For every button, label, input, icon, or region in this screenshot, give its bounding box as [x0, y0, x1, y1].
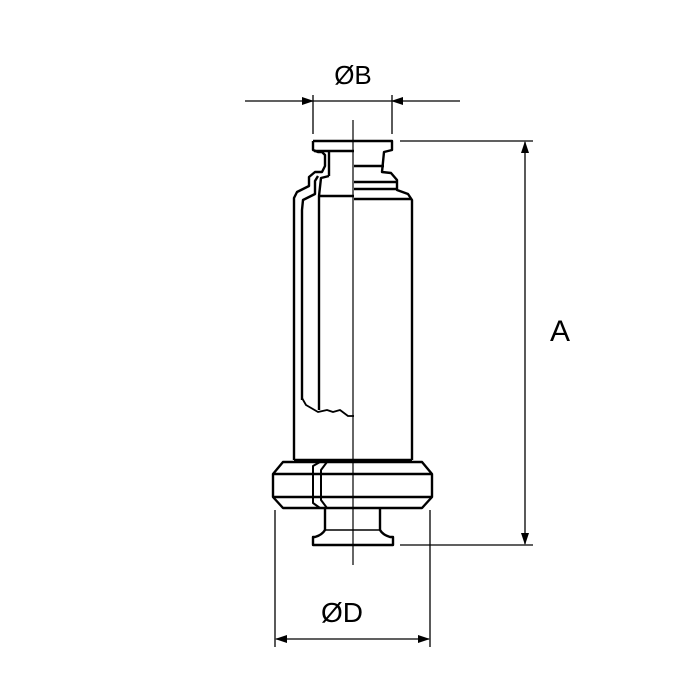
dimension-label-top-diameter: ØB — [334, 60, 372, 90]
dimension-label-flange-diameter: ØD — [321, 597, 363, 628]
dimension-top-diameter — [245, 95, 460, 134]
dimension-label-overall-length: A — [550, 315, 570, 348]
dimension-overall-length — [400, 140, 533, 546]
dimension-flange-diameter — [274, 510, 431, 647]
